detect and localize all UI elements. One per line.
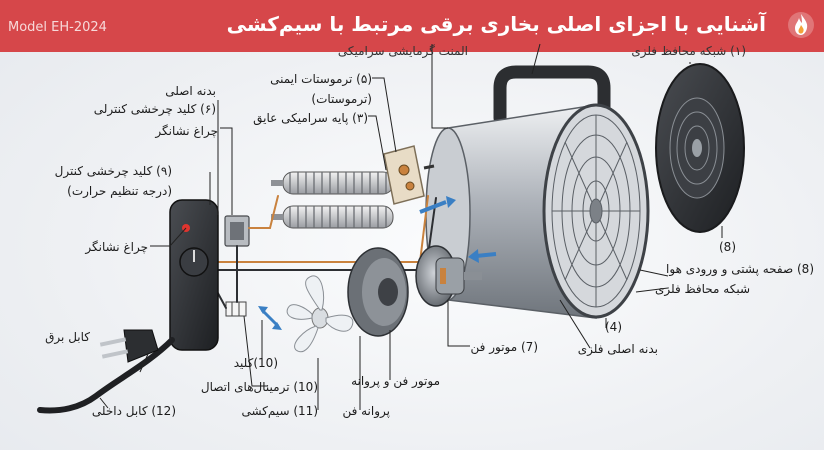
label-power-cable: کابل برق [45, 330, 90, 344]
label-control-knob: (۹) کلید چرخشی کنترل [54, 164, 172, 178]
title-banner [0, 0, 824, 52]
control-panel [169, 199, 219, 351]
label-back-plate: (8) صفحه پشتی و ورودی هوا [666, 262, 814, 276]
label-temp-setting: (درجه تنظیم حرارت) [67, 184, 172, 198]
label-wiring: (11) سیم‌کشی [241, 404, 318, 418]
label-fan-motor-blade: موتور فن و پروانه [351, 374, 440, 388]
label-fan-blade: پروانه فن [342, 404, 390, 418]
airflow-arrows [258, 196, 497, 330]
model-label: Model EH-2024 [8, 20, 107, 35]
blower-wheel [347, 247, 409, 337]
label-terminals: (10) ترمینال‌های اتصال [200, 380, 318, 394]
label-internal-cable: (12) کابل داخلی [91, 404, 176, 418]
page-title: آشنایی با اجزای اصلی بخاری برقی مرتبط با… [226, 12, 766, 36]
label-main-body: بدنه اصلی [165, 84, 216, 98]
carry-handle [493, 65, 611, 125]
fan-motor [415, 245, 482, 307]
label-safety-thermostat: (۵) ترموستات ایمنی [270, 72, 372, 86]
back-plate [655, 63, 745, 233]
terminal-block [225, 301, 247, 317]
label-metal-body: بدنه اصلی فلزی [577, 342, 658, 356]
label-ceramic-element-partial: المنت گرمایشی سرامیکی [337, 44, 468, 58]
label-rotary-switch: (۶) کلید چرخشی کنترلی [93, 102, 216, 116]
label-indicator-lamp-2: چراغ نشانگر [85, 240, 148, 254]
label-thermostat: (ترموستات) [311, 92, 372, 106]
label-back-plate-number: (8) [718, 240, 736, 254]
label-switch-10: (10)کلید [233, 356, 278, 370]
front-grille [551, 114, 641, 308]
rotary-switch-block [224, 215, 250, 247]
leader-lines [99, 43, 723, 410]
label-fan-motor: (7) موتور فن [470, 340, 538, 354]
flame-logo-icon [788, 12, 814, 38]
label-metal-grille: شبکه محافظ فلزی [654, 282, 750, 296]
heating-element [271, 171, 394, 229]
power-cable-plug [37, 329, 175, 414]
fan-blade [286, 275, 354, 353]
label-metal-body-number: (4) [604, 320, 622, 334]
label-ceramic-base: (۳) پایه سرامیکی عایق [253, 111, 368, 125]
ceramic-base [383, 145, 435, 205]
label-top-grille-partial: (۱) شبکه محافظ فلزی [631, 44, 746, 58]
label-indicator-lamp-1: چراغ نشانگر [155, 124, 218, 138]
